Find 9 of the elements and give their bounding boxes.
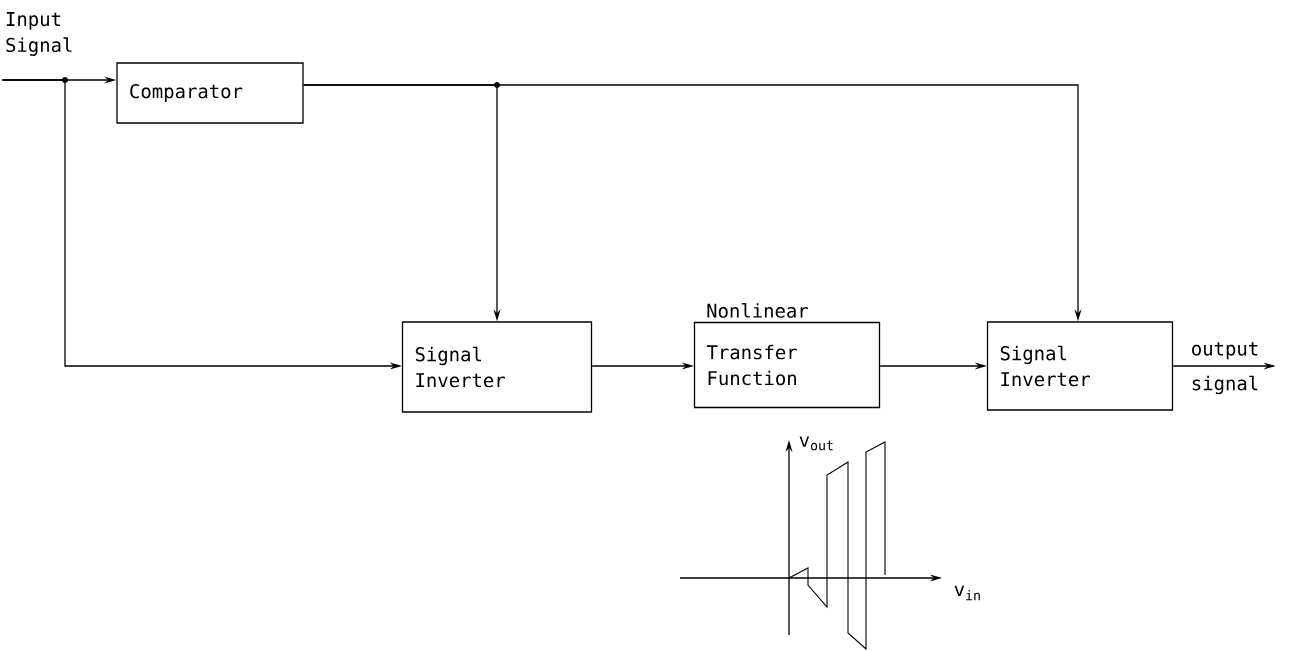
axis-label: v$_{out}$ [799, 436, 833, 451]
block-box: Comparator [116, 62, 304, 124]
block-box: Nonlinear Transfer Function [693, 303, 881, 409]
axis-label: v$_{in}$ [954, 585, 980, 601]
signal-label: output signal [1192, 342, 1258, 395]
block-box: Signal Inverter [986, 321, 1174, 411]
block-box: Signal Inverter [401, 321, 593, 413]
node-label: Nonlinear [707, 303, 808, 318]
signal-label: Input Signal [6, 12, 72, 56]
